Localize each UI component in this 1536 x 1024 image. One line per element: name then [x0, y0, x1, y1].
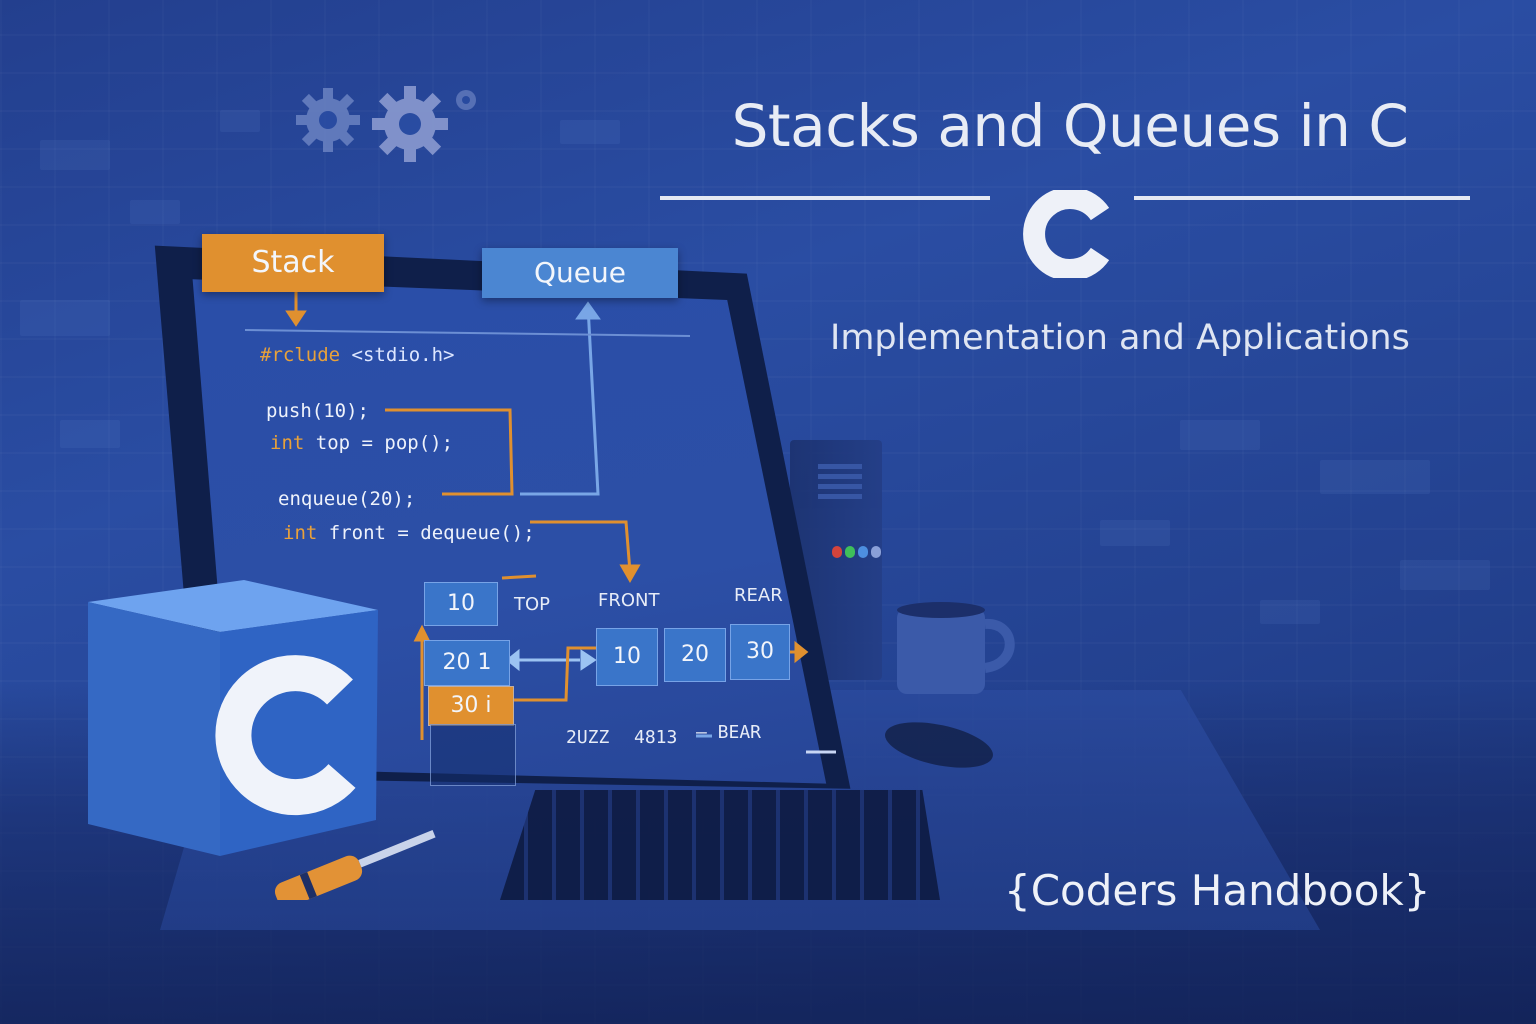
int-keyword: int — [270, 432, 305, 454]
c-cube — [88, 580, 378, 856]
code-line-push: push(10); — [266, 400, 369, 422]
stack-cell: 10 — [424, 582, 498, 626]
brand-name: {Coders Handbook} — [1004, 866, 1431, 915]
queue-cell: 10 — [596, 628, 658, 686]
gear-icon — [296, 86, 476, 162]
title-rule-left — [660, 196, 990, 200]
dequeue-statement: front = dequeue(); — [317, 522, 535, 544]
c-logo-icon — [1023, 190, 1110, 278]
include-keyword: #rclude — [260, 344, 341, 366]
status-leds — [832, 543, 884, 562]
code-line-enqueue: enqueue(20); — [278, 488, 416, 510]
code-line-dequeue: int front = dequeue(); — [283, 522, 535, 544]
pop-statement: top = pop(); — [304, 432, 454, 454]
keyboard — [500, 790, 940, 900]
queue-rear-label: REAR — [734, 585, 783, 606]
title-rule-right — [1134, 196, 1470, 200]
garbled-text-c: — BEAR — [696, 722, 762, 743]
queue-front-label: FRONT — [598, 590, 660, 611]
page-title: Stacks and Queues in C — [731, 92, 1409, 160]
garbled-text-a: 2UZZ — [566, 727, 610, 748]
stack-cell-empty — [430, 724, 516, 786]
coffee-mug-icon — [897, 602, 1015, 694]
queue-cell: 20 — [664, 628, 726, 682]
c-logo-icon — [215, 655, 356, 816]
code-line-include: #rclude <stdio.h> — [260, 344, 454, 366]
subtitle: Implementation and Applications — [830, 318, 1410, 358]
include-header: <stdio.h> — [351, 344, 455, 366]
code-line-pop: int top = pop(); — [270, 432, 453, 454]
queue-tag: Queue — [482, 248, 678, 298]
stack-cell: 30 ⅰ — [428, 686, 514, 726]
int-keyword: int — [283, 522, 318, 544]
stack-tag: Stack — [202, 234, 384, 292]
screwdriver-icon — [274, 830, 436, 900]
garbled-text-b: 4813 — [634, 727, 678, 748]
stack-top-label: TOP — [514, 594, 551, 615]
queue-cell: 30 — [730, 624, 790, 680]
stack-cell: 20 1 — [424, 640, 510, 686]
